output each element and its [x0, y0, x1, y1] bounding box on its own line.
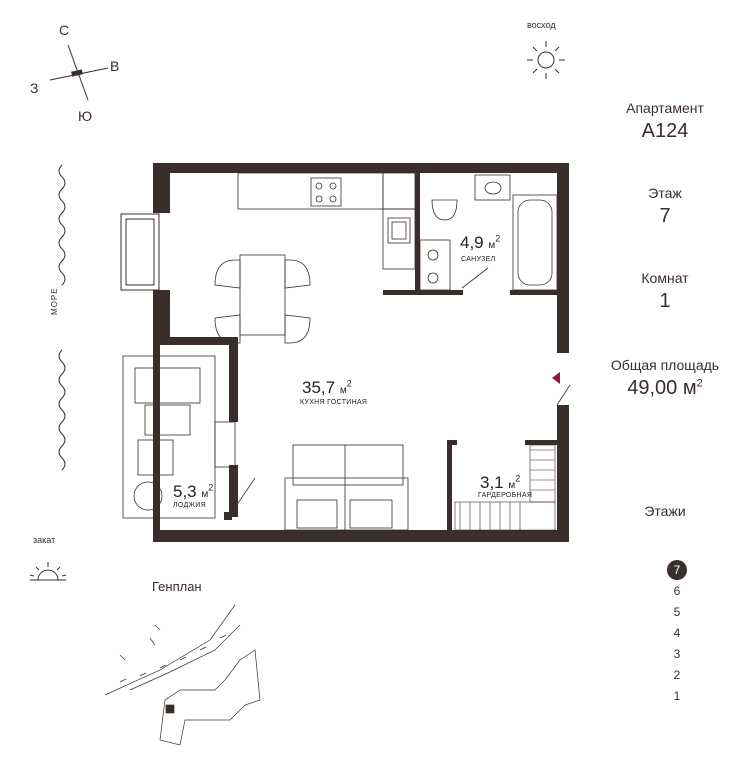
- loggia-name: ЛОДЖИЯ: [173, 502, 206, 509]
- floor-5-button[interactable]: 5: [673, 605, 681, 619]
- sea-wave-icon: [58, 164, 66, 471]
- sunrise-label: восход: [527, 20, 556, 30]
- sea-label: МОРЕ: [50, 287, 59, 315]
- compass-south: Ю: [78, 108, 93, 124]
- bathroom-name: САНУЗЕЛ: [461, 256, 496, 263]
- floor-4-button[interactable]: 4: [673, 626, 681, 640]
- bathroom-area: 4,9 м2: [460, 233, 501, 252]
- floor-value: 7: [659, 205, 671, 227]
- rooms-value: 1: [659, 290, 671, 312]
- kitchen-counter: [237, 172, 416, 270]
- entrance-marker: [552, 372, 560, 384]
- sunset-icon: [29, 562, 67, 581]
- floor-6-button[interactable]: 6: [673, 584, 681, 598]
- compass-west: З: [30, 80, 39, 96]
- kitchen-name: КУХНЯ ГОСТИНАЯ: [300, 399, 368, 406]
- loggia-area: 5,3 м2: [173, 482, 214, 501]
- compass-east: В: [110, 58, 120, 74]
- wardrobe-shelves: [454, 444, 556, 531]
- wardrobe-name: ГАРДЕРОБНАЯ: [478, 492, 533, 499]
- floor-1-button[interactable]: 1: [673, 689, 681, 703]
- leader-lines: [231, 267, 571, 513]
- area-label: Общая площадь: [610, 357, 720, 373]
- bathroom-fixtures: [419, 174, 558, 291]
- floor-7-button[interactable]: 7: [667, 560, 687, 580]
- compass-north: С: [59, 22, 70, 38]
- rooms-label: Комнат: [641, 270, 689, 286]
- floor-3-button[interactable]: 3: [673, 647, 681, 661]
- loggia-furniture: [122, 355, 236, 519]
- window-left: [120, 213, 160, 291]
- kitchen-area: 35,7 м2: [302, 378, 352, 397]
- floor-2-button[interactable]: 2: [673, 668, 681, 682]
- genplan-map: [104, 604, 261, 746]
- wardrobe-area: 3,1 м2: [480, 473, 521, 492]
- apartment-value: А124: [641, 120, 689, 142]
- apartment-label: Апартамент: [626, 100, 704, 116]
- compass-icon: [49, 44, 109, 101]
- sunrise-icon: [527, 41, 565, 79]
- sofa: [284, 444, 409, 531]
- floors-title: Этажи: [644, 503, 686, 519]
- area-value: 49,00 м2: [627, 377, 703, 399]
- floor-label: Этаж: [648, 185, 682, 201]
- dining-table: [214, 254, 311, 344]
- genplan-label: Генплан: [152, 579, 202, 594]
- sunset-label: закат: [33, 535, 56, 545]
